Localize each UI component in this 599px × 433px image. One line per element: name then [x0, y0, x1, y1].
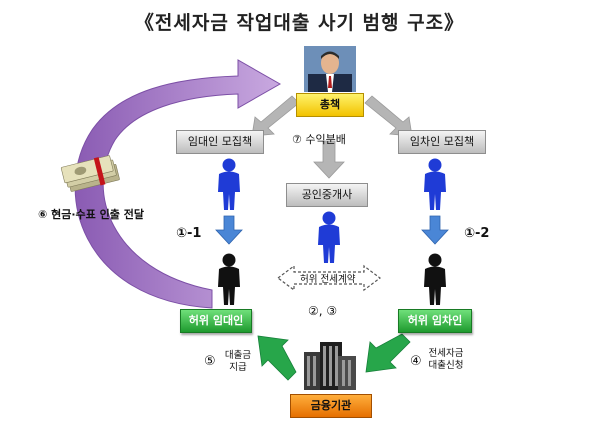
loan-payment-num: ⑤: [204, 354, 216, 369]
loan-payment-line2: 지급: [229, 362, 247, 373]
boss-box: 총책: [296, 93, 364, 117]
steps-2-3-label: ②, ③: [308, 304, 338, 318]
loan-application-num: ④: [410, 354, 422, 369]
bank-building-icon: [304, 342, 356, 390]
landlord-recruiter-box: 임대인 모집책: [176, 130, 264, 154]
person-figure-icon: [318, 211, 340, 263]
step-1-1-label: ①-1: [176, 226, 202, 241]
loan-application-line1: 전세자금: [428, 348, 464, 359]
step-1-2-label: ①-2: [464, 226, 490, 241]
cash-withdraw-label: ⑥ 현금·수표 인출 전달: [38, 208, 144, 221]
bank-box: 금융기관: [290, 394, 372, 418]
person-figure-icon: [218, 158, 240, 210]
money-bundle-icon: [60, 155, 120, 192]
realtor-box: 공인중개사: [286, 183, 368, 207]
fake-tenant-box: 허위 임차인: [398, 309, 472, 333]
false-contract-label: 허위 전세계약: [300, 274, 356, 285]
fake-landlord-box: 허위 임대인: [180, 309, 252, 333]
loan-payment-line1: 대출금: [224, 350, 252, 361]
person-figure-icon: [218, 253, 240, 305]
businessman-photo: [304, 46, 356, 92]
tenant-recruiter-box: 임차인 모집책: [398, 130, 486, 154]
loan-application-line2: 대출신청: [428, 360, 464, 371]
page-title: 《전세자금 작업대출 사기 범행 구조》: [134, 12, 465, 34]
person-figure-icon: [424, 158, 446, 210]
person-figure-icon: [424, 253, 446, 305]
profit-split-label: ⑦ 수익분배: [292, 133, 346, 146]
